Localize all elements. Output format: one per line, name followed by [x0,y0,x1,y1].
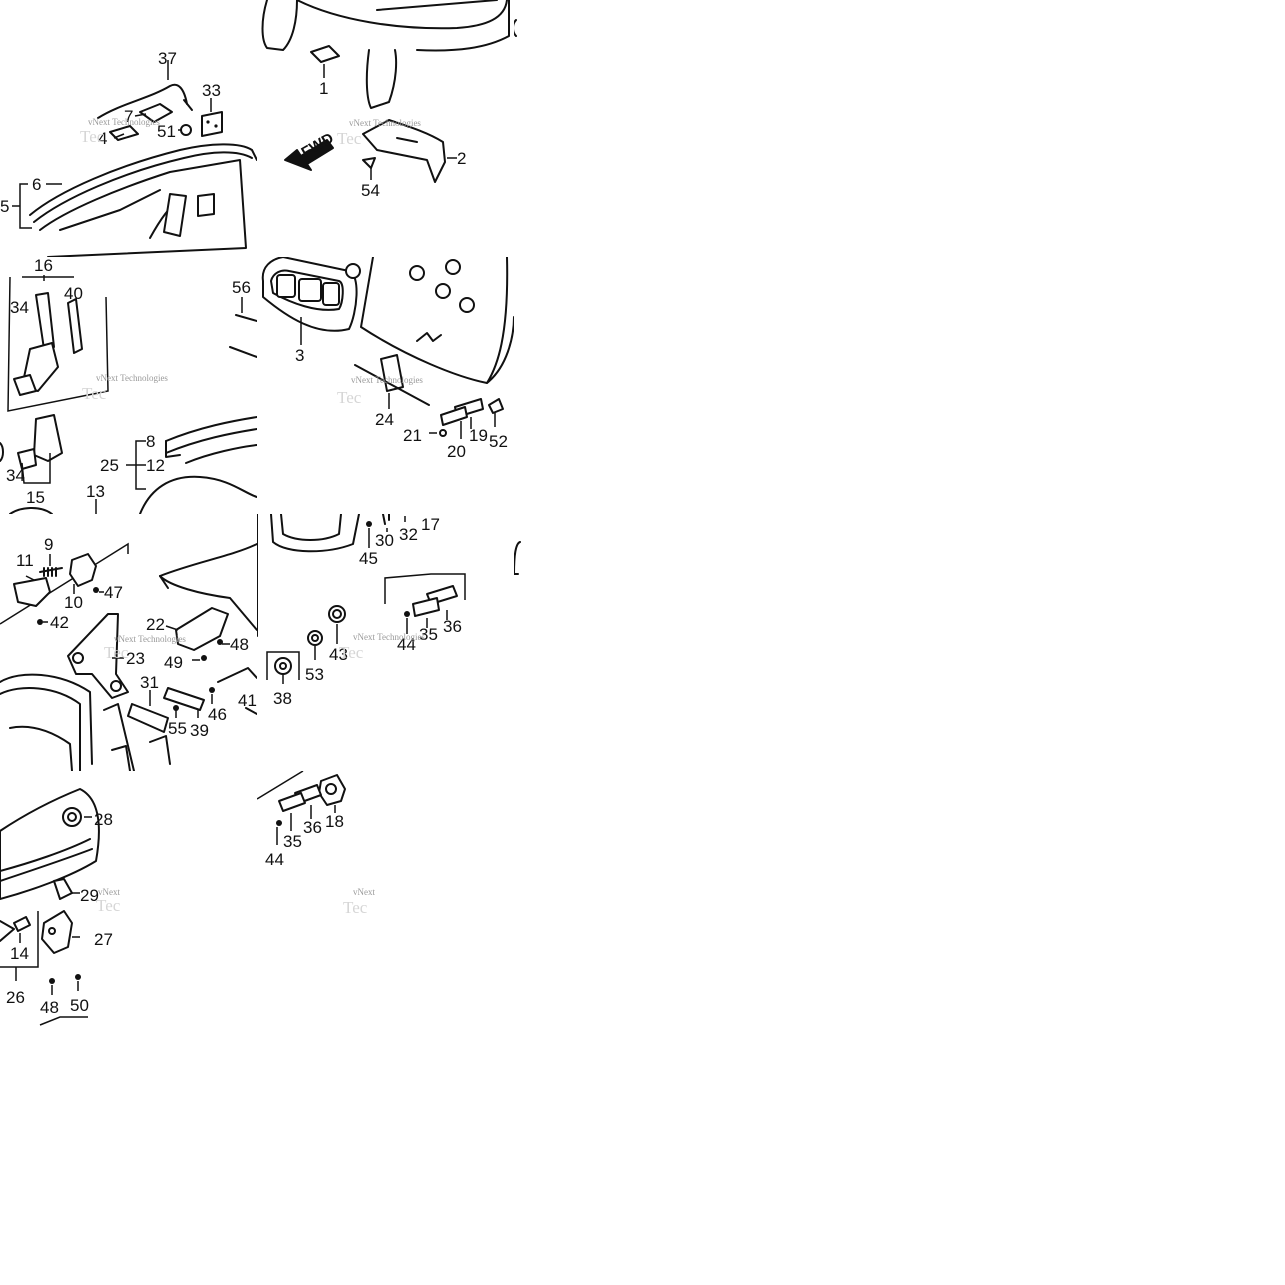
callout-23: 23 [126,649,145,668]
tile-trunk-tray: 37 33 7 4 51 6 5 vNext Technologies Tec [0,0,257,257]
callout-53: 53 [305,665,324,684]
watermark-shadow-c: Tec [82,384,107,403]
damper-parts-drawing: 18 36 35 44 vNext Tec [257,771,375,917]
tile-edge-fragment [514,514,771,771]
callout-47: 47 [104,583,123,602]
lamp-housing-drawing: 3 24 21 20 19 52 vNext Technologies Tec [261,257,514,461]
callout-28: 28 [94,810,113,829]
tile-rear-base: FWD 1 2 54 vNext Technologies Tec [257,0,514,257]
callout-15: 15 [26,488,45,507]
callout-8: 8 [146,432,155,451]
rear-base-drawing: FWD 1 2 54 vNext Technologies Tec [261,0,510,200]
watermark-text-f: vNext Technologies [353,632,425,642]
callout-50: 50 [70,996,89,1015]
callout-30: 30 [375,531,394,550]
grommets-drawing: 30 32 17 45 43 53 38 35 36 44 vNext Tech… [257,514,466,708]
callout-11: 11 [16,551,34,570]
watermark-shadow-f: Tec [339,643,364,662]
callout-36b: 36 [303,818,322,837]
callout-27: 27 [94,930,113,949]
callout-48b: 48 [40,998,59,1017]
tile-lid-parts: 28 29 27 14 26 48 50 vNext Tec [0,771,257,1028]
callout-45: 45 [359,549,378,568]
callout-25: 25 [100,456,119,475]
tile-latch-parts: 16 34 40 34 15 13 8 12 25 56 vNext Techn… [0,257,257,514]
callout-41: 41 [238,691,257,710]
callout-20: 20 [447,442,466,461]
callout-5: 5 [0,197,9,216]
tile-top-edge-fragment [514,0,771,257]
callout-9: 9 [44,535,53,554]
tile-lamp-housing: 3 24 21 20 19 52 vNext Technologies Tec [257,257,514,514]
callout-35: 35 [419,625,438,644]
callout-52: 52 [489,432,508,451]
callout-39: 39 [190,721,209,740]
callout-33: 33 [202,81,221,100]
callout-7: 7 [124,107,133,126]
callout-16: 16 [34,257,53,275]
watermark-text-e: vNext Technologies [114,634,186,644]
callout-10: 10 [64,593,83,612]
callout-38: 38 [273,689,292,708]
watermark-text-j: vNext [353,887,375,897]
callout-4: 4 [98,129,107,148]
tile-grommets: 30 32 17 45 43 53 38 35 36 44 vNext Tech… [257,514,514,771]
callout-42: 42 [50,613,69,632]
callout-34b: 34 [6,466,25,485]
callout-1: 1 [319,79,328,98]
callout-26: 26 [6,988,25,1007]
callout-6: 6 [32,175,41,194]
watermark-shadow-i: Tec [96,896,121,915]
watermark-shadow-j: Tec [343,898,368,917]
callout-55: 55 [168,719,187,738]
callout-56: 56 [232,278,251,297]
callout-18: 18 [325,812,344,831]
callout-17: 17 [421,515,440,534]
callout-49: 49 [164,653,183,672]
callout-44: 44 [397,635,416,654]
callout-3: 3 [295,346,304,365]
edge-fragment-drawing [514,541,521,575]
callout-44b: 44 [265,850,284,869]
callout-51: 51 [157,122,176,141]
watermark-shadow-e: Tec [104,643,129,662]
callout-40: 40 [64,284,83,303]
callout-13: 13 [86,482,105,501]
lid-parts-drawing: 28 29 27 14 26 48 50 vNext Tec [0,788,121,1026]
callout-2: 2 [457,149,466,168]
top-edge-fragment-drawing [514,19,517,37]
callout-36: 36 [443,617,462,636]
callout-48: 48 [230,635,249,654]
watermark-shadow: Tec [80,127,105,146]
callout-29: 29 [80,886,99,905]
callout-32: 32 [399,525,418,544]
hinge-parts-drawing: 9 11 10 47 42 22 48 23 49 31 55 39 46 41… [0,535,257,771]
tile-damper-parts: 18 36 35 44 vNext Tec [257,771,514,1028]
watermark-text: vNext Technologies [88,117,160,127]
callout-21: 21 [403,426,422,445]
watermark-text-b: vNext Technologies [349,118,421,128]
callout-22: 22 [146,615,165,634]
callout-34: 34 [10,298,29,317]
callout-54: 54 [361,181,380,200]
tile-hinge-parts: 9 11 10 47 42 22 48 23 49 31 55 39 46 41… [0,514,257,771]
callout-46: 46 [208,705,227,724]
callout-14: 14 [10,944,29,963]
callout-12: 12 [146,456,165,475]
watermark-text-d: vNext Technologies [351,375,423,385]
callout-35b: 35 [283,832,302,851]
callout-24: 24 [375,410,394,429]
latch-parts-drawing: 16 34 40 34 15 13 8 12 25 56 vNext Techn… [0,257,257,514]
callout-37: 37 [158,49,177,68]
callout-19: 19 [469,426,488,445]
watermark-shadow-b: Tec [337,129,362,148]
trunk-tray-drawing: 37 33 7 4 51 6 5 vNext Technologies Tec [0,49,257,257]
watermark-shadow-d: Tec [337,388,362,407]
callout-31: 31 [140,673,159,692]
watermark-text-i: vNext [98,887,120,897]
watermark-text-c: vNext Technologies [96,373,168,383]
callout-43: 43 [329,645,348,664]
